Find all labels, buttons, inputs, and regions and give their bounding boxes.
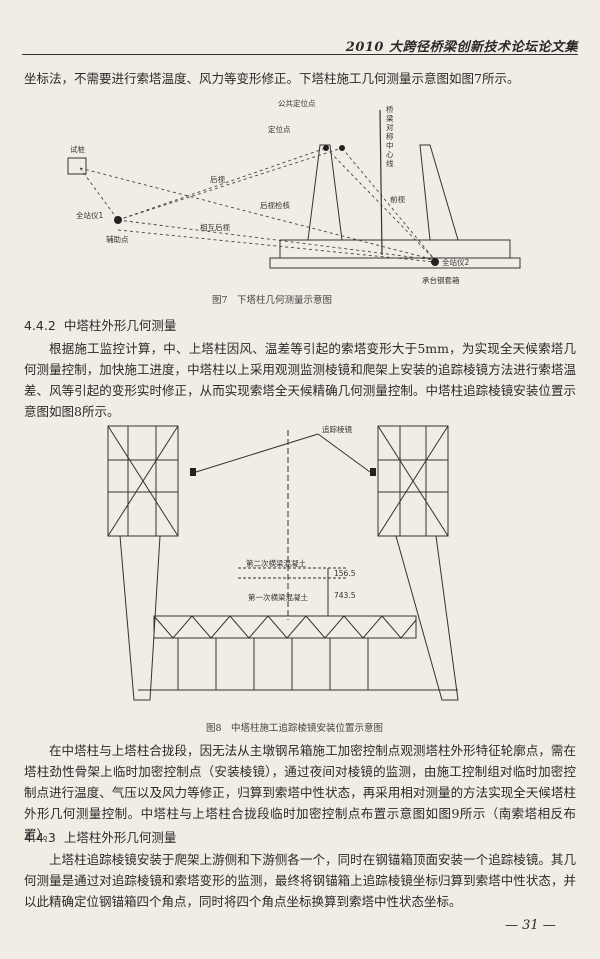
prism-left bbox=[190, 468, 196, 476]
paragraph-4-4-3: 上塔柱追踪棱镜安装于爬架上游侧和下游侧各一个，同时在钢锚箱顶面安装一个追踪棱镜。… bbox=[24, 852, 576, 909]
label-aux-point: 辅助点 bbox=[106, 234, 129, 244]
label-dim1: 156.5 bbox=[334, 569, 356, 578]
section-4-4-2-heading: 4.4.2 中塔柱外形几何测量 bbox=[24, 316, 176, 336]
station-point-dot bbox=[323, 145, 329, 151]
label-station-point: 定位点 bbox=[268, 124, 291, 134]
public-station-dot bbox=[339, 145, 345, 151]
label-beam1: 第一次横梁混凝土 bbox=[248, 592, 308, 602]
label-front: 前视 bbox=[390, 194, 405, 204]
page-number: — 31 — bbox=[505, 918, 556, 933]
label-beam2: 第二次横梁混凝土 bbox=[246, 558, 306, 568]
section-4-4-3-heading: 4.4.3 上塔柱外形几何测量 bbox=[24, 828, 176, 848]
prism-right bbox=[370, 468, 376, 476]
label-total-station-2: 全站仪2 bbox=[442, 257, 469, 267]
label-back-sight: 后视 bbox=[210, 174, 225, 184]
section-title: 上塔柱外形几何测量 bbox=[63, 830, 177, 845]
pier-base bbox=[279, 239, 511, 259]
label-mutual-back: 相互后视 bbox=[200, 222, 230, 232]
paragraph-intro: 坐标法，不需要进行索塔温度、风力等变形修正。下塔柱施工几何测量示意图如图7所示。 bbox=[24, 71, 520, 86]
section-number: 4.4.3 bbox=[24, 830, 56, 845]
section-title: 中塔柱外形几何测量 bbox=[63, 318, 177, 333]
label-prism: 追踪棱镜 bbox=[322, 424, 352, 434]
total-station-2-marker bbox=[431, 258, 439, 266]
test-pile-box bbox=[67, 157, 87, 175]
pier-frame bbox=[269, 257, 521, 269]
label-public-station: 公共定位点 bbox=[278, 98, 316, 108]
paragraph-4-4-2: 根据施工监控计算，中、上塔柱因风、温差等引起的索塔变形大于5mm，为实现全天候索… bbox=[24, 341, 576, 419]
figure-7-diagram: 公共定位点 定位点 试桩 全站仪1 辅助点 后视 后视检核 相互后视 前视 全站… bbox=[67, 98, 521, 285]
label-back-sight-check: 后视检核 bbox=[260, 200, 290, 210]
figure-8-caption: 图8 中塔柱施工追踪棱镜安装位置示意图 bbox=[206, 723, 384, 734]
header-rule bbox=[22, 54, 578, 55]
tower-left-leg bbox=[307, 144, 343, 241]
total-station-1-marker bbox=[114, 216, 122, 224]
header-title: 2010 大跨径桥梁创新技术论坛论文集 bbox=[345, 40, 578, 55]
figure-7-caption: 图7 下塔柱几何测量示意图 bbox=[212, 295, 333, 306]
page-header: 2010 大跨径桥梁创新技术论坛论文集 bbox=[0, 0, 600, 56]
label-pier-frame: 承台钢套箱 bbox=[422, 275, 460, 285]
label-test-pile: 试桩 bbox=[70, 144, 85, 154]
label-dim2: 743.5 bbox=[334, 591, 356, 600]
label-total-station-1: 全站仪1 bbox=[76, 210, 103, 220]
paragraph-closure: 在中塔柱与上塔柱合拢段，因无法从主墩钢吊箱施工加密控制点观测塔柱外形特征轮廓点，… bbox=[24, 743, 576, 842]
section-number: 4.4.2 bbox=[24, 318, 56, 333]
tower-right-leg bbox=[419, 144, 459, 241]
label-bridge-axis: 桥梁对称中心线 bbox=[386, 104, 394, 168]
figure-8-diagram: 追踪棱镜 第二次横梁混凝土 第一次横梁混凝土 156.5 743.5 bbox=[107, 424, 459, 701]
